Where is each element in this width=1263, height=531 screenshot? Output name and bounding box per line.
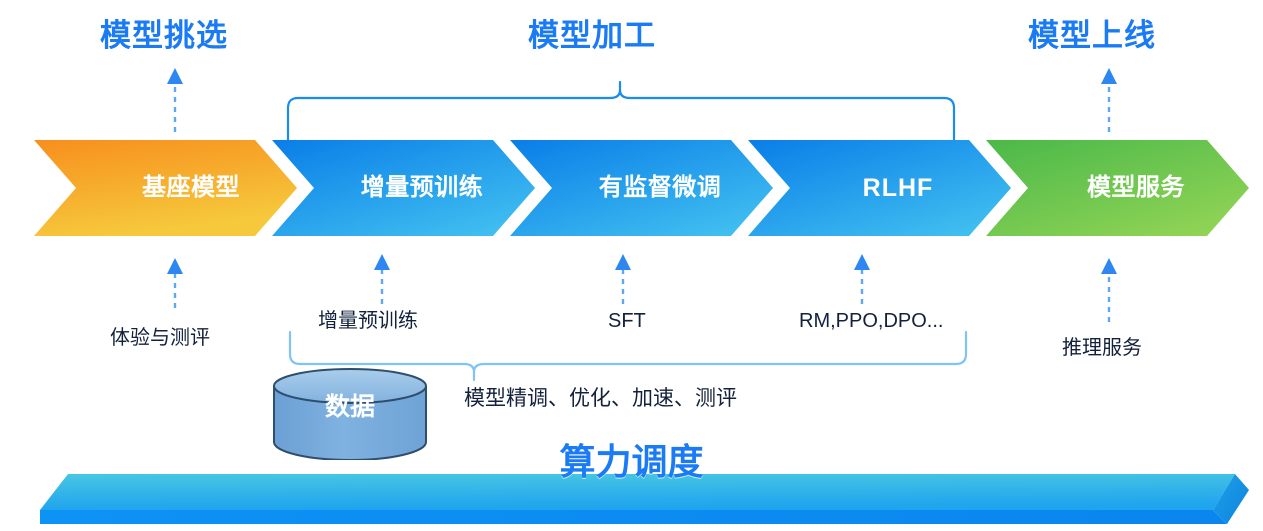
dashed-arrow-up-rlhf	[854, 254, 870, 304]
pipeline-stage-rlhf	[748, 140, 1011, 236]
caption-eval: 体验与测评	[110, 327, 210, 349]
pipeline-stage-row: 基座模型 增量预训练 有监督微调 RLHF 模型服务	[0, 138, 1263, 238]
pipeline-stage-model-service	[986, 140, 1249, 236]
section-title-model-deployment: 模型上线	[1028, 18, 1156, 53]
compute-scheduling-platform	[40, 474, 1249, 524]
caption-serving: 推理服务	[1062, 337, 1142, 359]
dashed-arrow-up-serving	[1101, 258, 1117, 322]
caption-continual-pretrain: 增量预训练	[318, 310, 418, 332]
bracket-model-optimization	[288, 330, 968, 382]
pipeline-stage-continual-pretrain	[272, 140, 535, 236]
caption-model-optimization: 模型精调、优化、加速、测评	[464, 387, 737, 410]
data-store-label: 数据	[324, 393, 375, 421]
dashed-arrow-up-sft	[615, 254, 631, 304]
dashed-arrow-up-model-deployment	[1101, 68, 1117, 132]
data-store-cylinder	[273, 368, 427, 460]
caption-rlhf: RM,PPO,DPO...	[799, 310, 944, 332]
pipeline-stage-base-model	[34, 140, 297, 236]
dashed-arrow-up-eval	[167, 258, 183, 308]
section-title-model-processing: 模型加工	[528, 18, 656, 53]
dashed-arrow-up-model-selection	[167, 68, 183, 132]
section-title-model-selection: 模型挑选	[100, 18, 228, 53]
pipeline-stage-sft	[510, 140, 773, 236]
bracket-model-processing	[286, 80, 956, 142]
platform-title: 算力调度	[559, 441, 704, 482]
caption-sft: SFT	[608, 310, 646, 332]
dashed-arrow-up-pretrain	[374, 254, 390, 304]
